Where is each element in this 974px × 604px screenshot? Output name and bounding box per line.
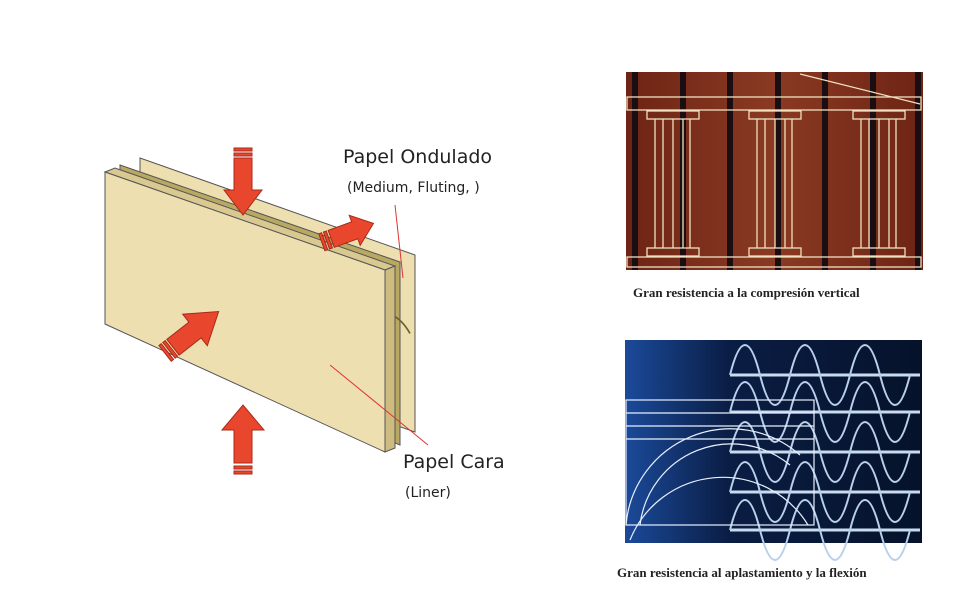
- pointer-medium: [394, 204, 404, 279]
- arrow-bottom-up-icon: [220, 404, 266, 475]
- crush-caption: Gran resistencia al aplastamiento y la f…: [617, 565, 867, 580]
- force-arrows: [158, 147, 375, 475]
- compression-caption: Gran resistencia a la compresión vertica…: [633, 285, 860, 300]
- crush-photo: [625, 340, 922, 561]
- front-liner: [104, 171, 386, 453]
- front-liner-side: [384, 265, 396, 453]
- arrow-side-left-icon: [318, 214, 375, 252]
- column: [646, 110, 700, 257]
- medium-label-subtitle: (Medium, Fluting, ): [347, 180, 480, 196]
- corrugated-board-illustration: [103, 157, 429, 453]
- compression-photo: [626, 72, 923, 270]
- column: [852, 110, 906, 257]
- arrow-top-down-icon: [222, 147, 264, 216]
- column: [748, 110, 802, 257]
- pointer-liner: [329, 364, 429, 446]
- liner-label-subtitle: (Liner): [405, 485, 451, 501]
- arrow-front-in-icon: [158, 310, 220, 362]
- liner-label-title: Papel Cara: [403, 451, 505, 473]
- medium-label-title: Papel Ondulado: [343, 146, 493, 168]
